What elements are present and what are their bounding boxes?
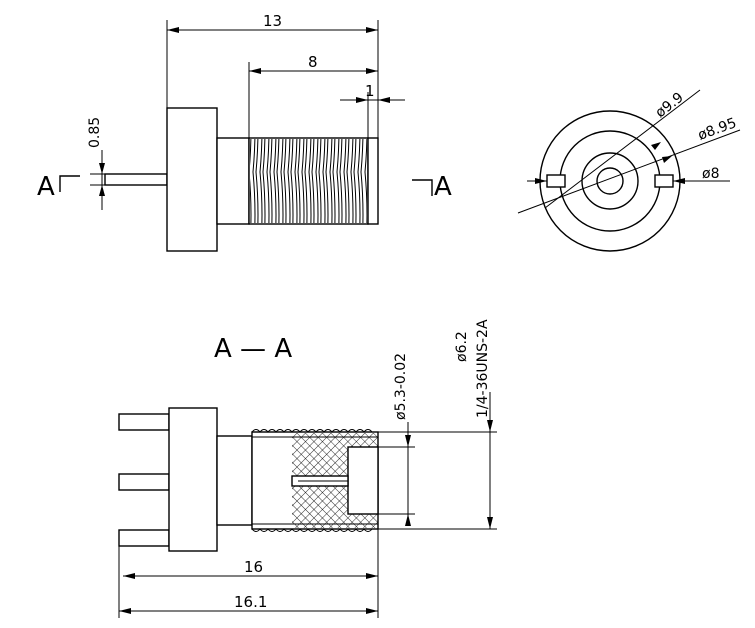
section-marker-left: A	[37, 172, 80, 202]
dim-16-1: 16.1	[119, 593, 378, 614]
dim-outer-label: ø6.2	[454, 331, 470, 362]
dim-dia-8-95-label: ø8.95	[696, 115, 739, 144]
side-view	[104, 107, 379, 252]
section-view	[118, 407, 379, 552]
dim-8: 8	[248, 53, 378, 138]
section-marker-right-label: A	[434, 172, 452, 202]
neck	[216, 137, 250, 225]
flange	[166, 107, 218, 252]
dim-16: 16	[118, 529, 379, 618]
dim-bore-label: ø5.3-0.02	[393, 353, 409, 420]
section-bore	[347, 446, 379, 515]
thread-pattern	[250, 139, 367, 223]
dim-085-label: 0.85	[87, 117, 103, 148]
dim-16-1-label: 16.1	[234, 593, 267, 611]
dim-1-label: 1	[365, 82, 375, 100]
section-marker-right: A	[412, 172, 452, 202]
pin	[104, 173, 168, 186]
dim-16-label: 16	[244, 558, 263, 576]
thread-spec-label: 1/4-36UNS-2A	[475, 319, 491, 418]
section-flange	[168, 407, 218, 552]
dim-13: 13	[166, 12, 379, 138]
tip	[367, 137, 379, 225]
dim-dia-8-label: ø8	[702, 166, 719, 182]
dim-8-label: 8	[308, 53, 318, 71]
front-view	[517, 89, 741, 252]
section-neck	[216, 435, 253, 526]
dim-outer: ø6.2 1/4-36UNS-2A	[378, 319, 497, 530]
section-pin-mid	[118, 473, 170, 491]
dim-13-label: 13	[263, 12, 282, 30]
section-pin-top	[118, 413, 170, 431]
dim-dia-9-9-label: ø9.9	[653, 90, 687, 122]
section-marker-left-label: A	[37, 172, 55, 202]
section-view-title: A — A	[214, 334, 292, 364]
section-pin-bottom	[118, 529, 170, 547]
dim-1: 1	[340, 82, 405, 138]
dim-085: 0.85	[87, 117, 112, 210]
dim-bore: ø5.3-0.02	[378, 353, 415, 526]
